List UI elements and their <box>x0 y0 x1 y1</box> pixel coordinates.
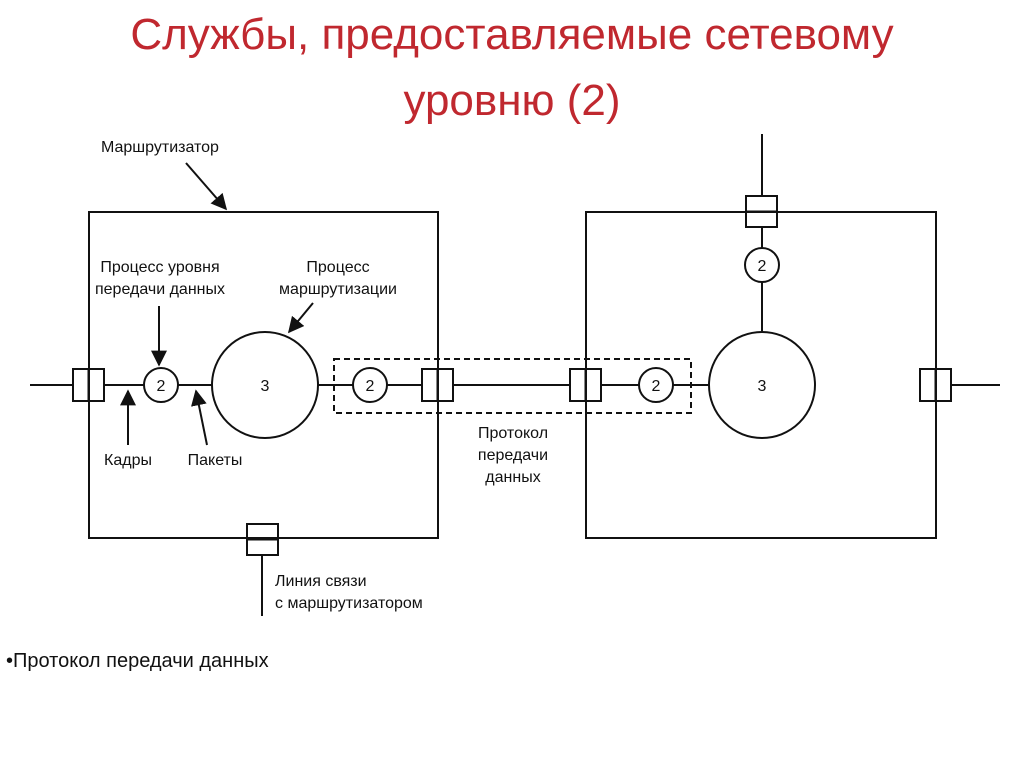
slide-title-line-1: Службы, предоставляемые сетевому <box>130 10 894 59</box>
dl-process-left-in <box>143 367 179 403</box>
bullet-item: •Протокол передачи данных <box>6 650 269 672</box>
routing-process-left <box>211 331 319 439</box>
dl-process-right-in-label: 2 <box>652 378 661 395</box>
routing-process-right-label: 3 <box>758 378 767 395</box>
routing-process-left-label: 3 <box>261 378 270 395</box>
frames-label: Кадры <box>104 452 152 469</box>
dl-process-right-top <box>744 247 780 283</box>
dl-process-left-out <box>352 367 388 403</box>
dl-process-left-out-label: 2 <box>366 378 375 395</box>
router-label: Маршрутизатор <box>101 139 219 156</box>
slide-title: Службы, предоставляемые сетевому уровню … <box>0 2 1024 134</box>
slide-title-line-2: уровню (2) <box>403 76 621 125</box>
packets-label: Пакеты <box>188 452 243 469</box>
arrow-routing-process <box>287 302 314 334</box>
routing-process-right <box>708 331 816 439</box>
protocol-label-line-2: передачи <box>478 447 548 464</box>
protocol-label-line-3: данных <box>485 469 540 486</box>
routing-process-label-line-2: маршрутизации <box>279 281 397 298</box>
dl-process-right-in <box>638 367 674 403</box>
dl-process-left-in-label: 2 <box>157 378 166 395</box>
link-label-line-2: с маршрутизатором <box>275 595 423 612</box>
dl-process-label-line-2: передачи данных <box>95 281 225 298</box>
link-label-line-1: Линия связи <box>275 573 367 590</box>
bullet-list: •Протокол передачи данных <box>6 650 269 673</box>
dl-process-label-line-1: Процесс уровня <box>100 259 219 276</box>
arrow-router-label <box>185 162 228 211</box>
protocol-label-line-1: Протокол <box>478 425 548 442</box>
protocol-dashed-box <box>333 358 692 414</box>
dl-process-right-top-label: 2 <box>758 258 767 275</box>
routing-process-label-line-1: Процесс <box>306 259 369 276</box>
arrow-packets <box>191 389 208 446</box>
